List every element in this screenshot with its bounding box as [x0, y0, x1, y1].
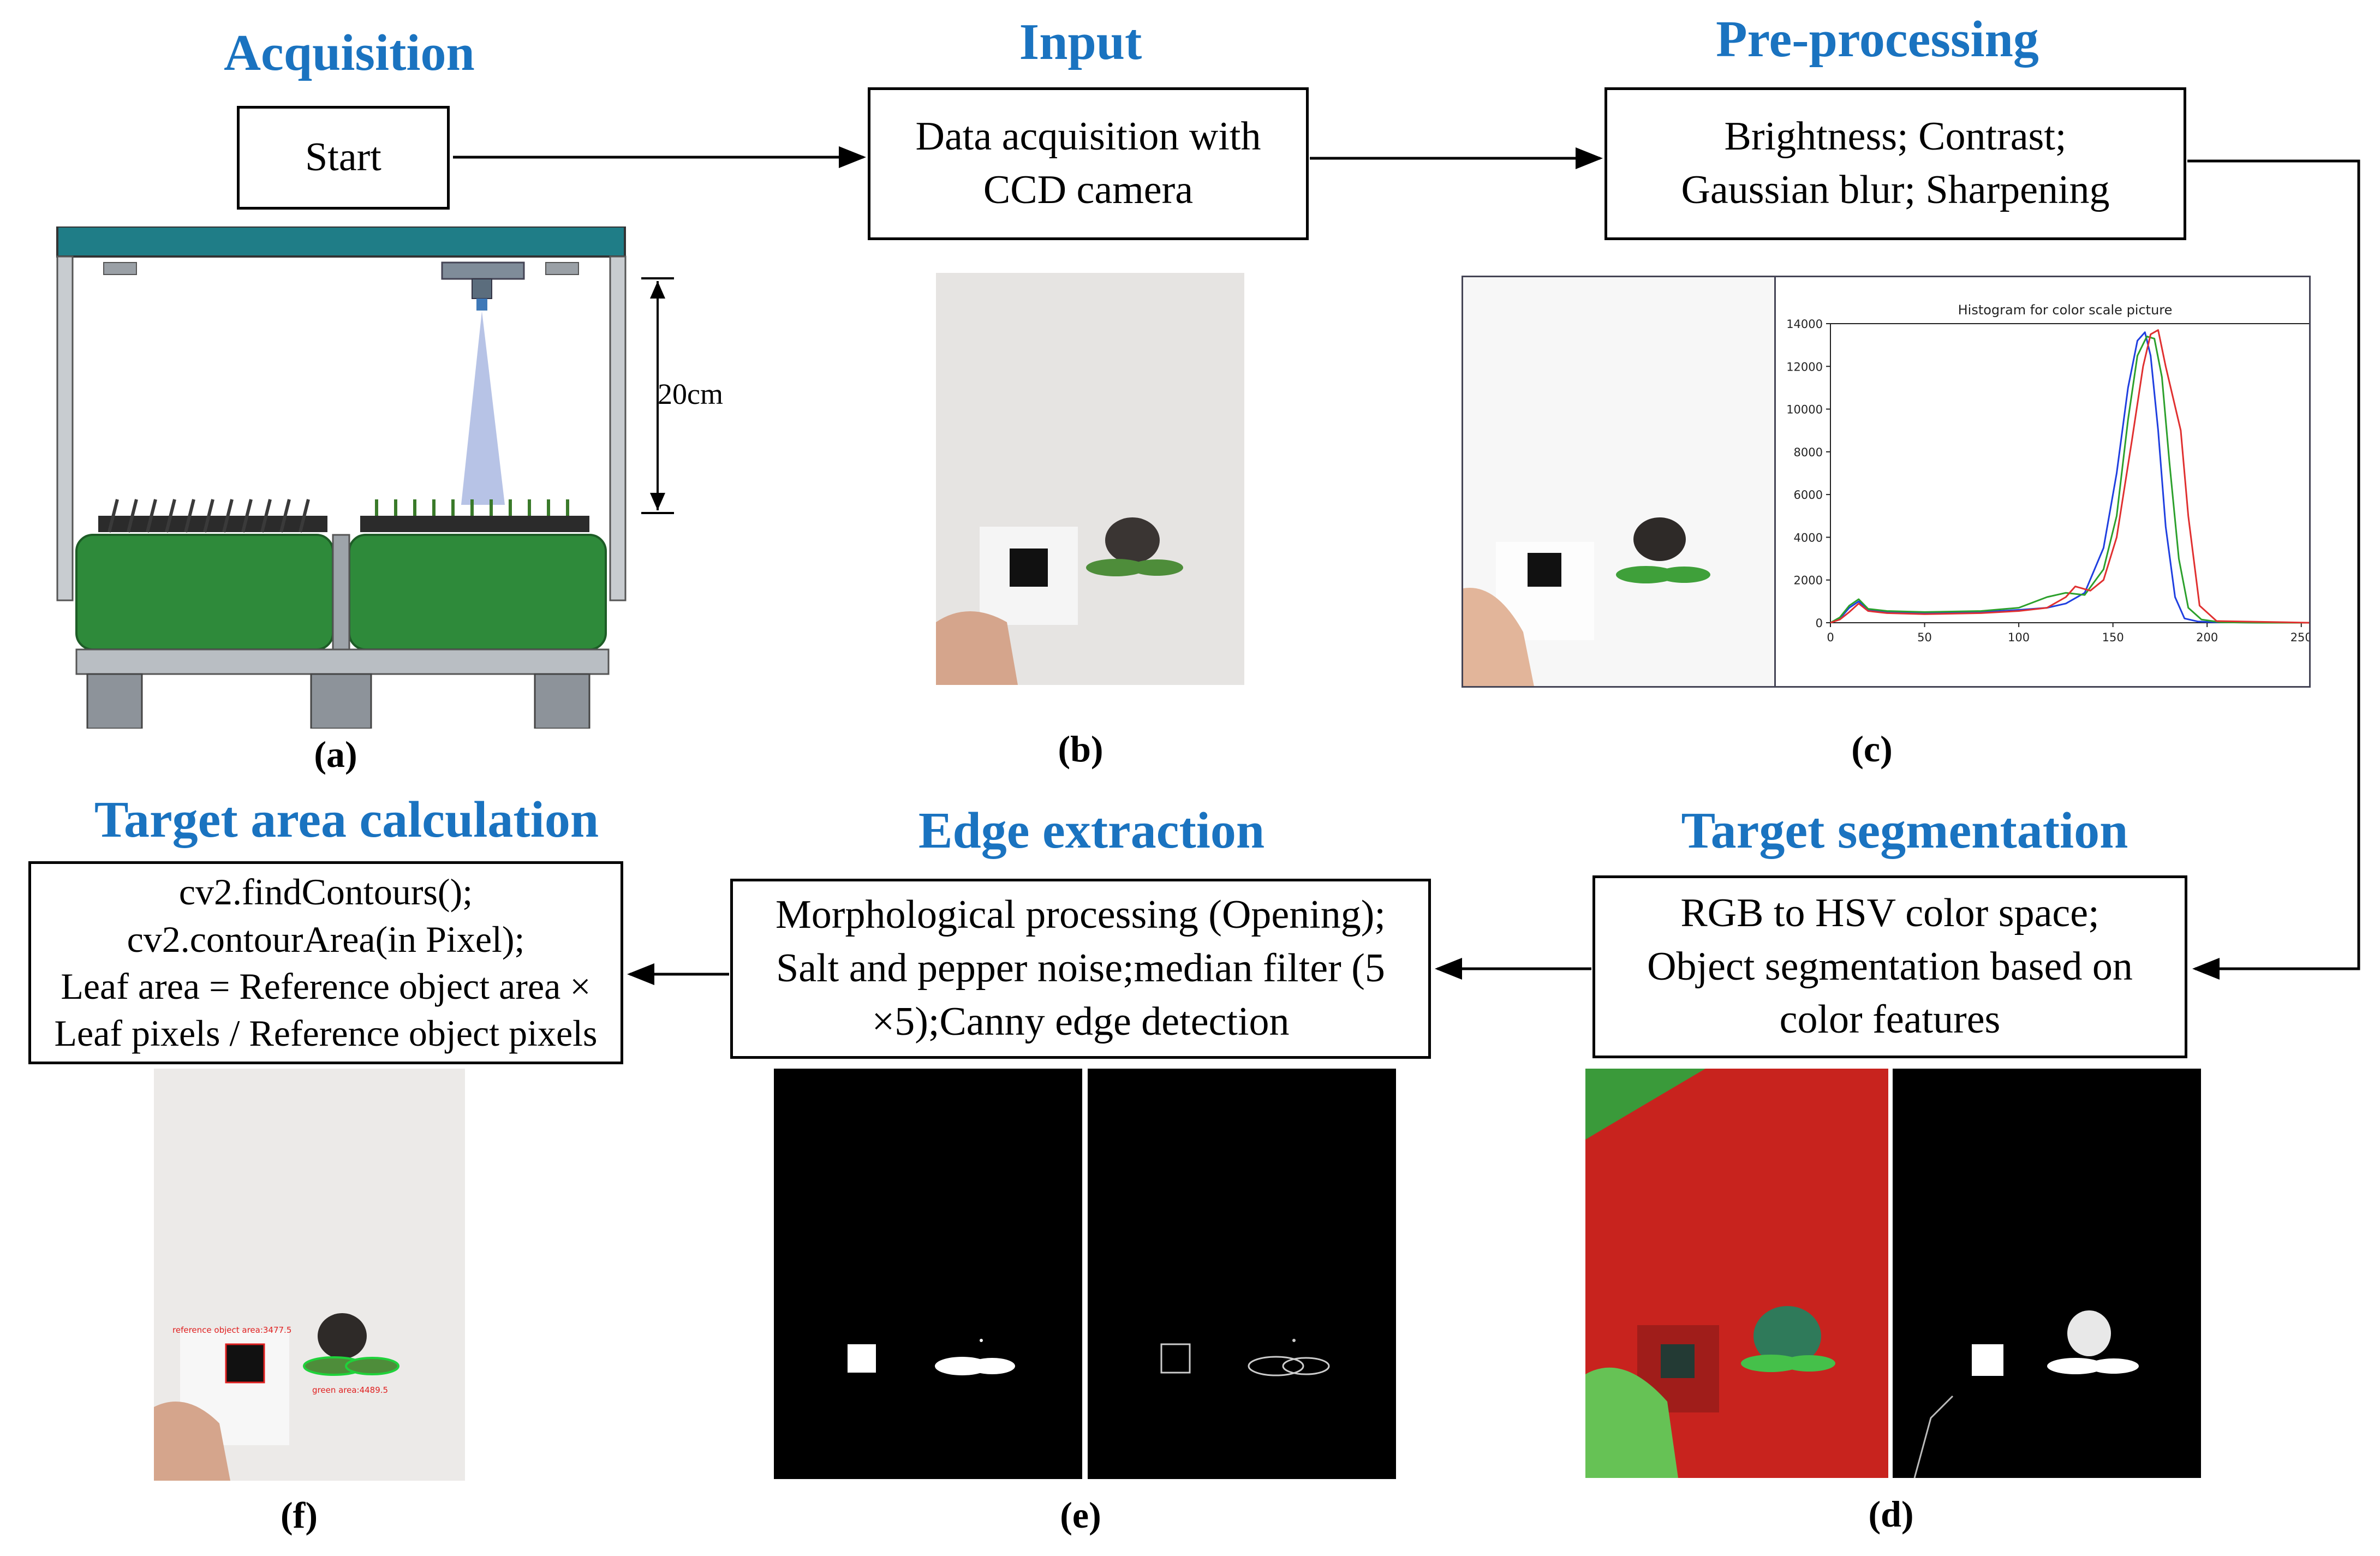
panel-label-e: (e) — [1060, 1494, 1101, 1536]
heading-target-area: Target area calculation — [94, 791, 599, 848]
x-tick-label: 0 — [1827, 631, 1834, 644]
y-tick-label: 2000 — [1794, 574, 1823, 587]
binary-mask-image — [1893, 1069, 2201, 1478]
preprocessed-photo — [1463, 277, 1774, 686]
heading-input: Input — [1019, 14, 1142, 70]
x-tick-label: 200 — [2196, 631, 2218, 644]
leaf-right — [1131, 559, 1183, 576]
reference-area-annotation: reference object area:3477.5 — [172, 1325, 292, 1335]
histogram-series-line — [1830, 331, 2309, 624]
start-box-line: Start — [305, 135, 381, 180]
area-calculation-box: cv2.findContours(); cv2.contourArea(in P… — [28, 861, 623, 1064]
preprocessing-box: Brightness; Contrast; Gaussian blur; Sha… — [1604, 87, 2186, 240]
heading-acquisition: Acquisition — [224, 25, 475, 81]
height-label: 20cm — [658, 378, 723, 410]
soil-clump — [1105, 517, 1160, 563]
y-tick-label: 12000 — [1786, 360, 1823, 373]
histogram-plot-area — [1830, 323, 2309, 623]
heading-target-segmentation: Target segmentation — [1681, 802, 2128, 859]
edge-box-line: Salt and pepper noise;median filter (5 — [776, 946, 1385, 991]
y-tick-label: 0 — [1816, 617, 1823, 630]
heading-preprocessing: Pre-processing — [1716, 11, 2039, 68]
segmentation-box-line: color features — [1779, 997, 2001, 1042]
segmentation-box: RGB to HSV color space; Object segmentat… — [1592, 875, 2187, 1058]
segmentation-box-line: RGB to HSV color space; — [1680, 890, 2099, 935]
hsv-segmentation-image — [1585, 1069, 1888, 1478]
y-tick-label: 14000 — [1786, 318, 1823, 331]
apparatus-illustration: 20cm — [56, 226, 723, 729]
green-area-annotation: green area:4489.5 — [312, 1385, 389, 1395]
area-box-line: Leaf pixels / Reference object pixels — [54, 1012, 598, 1054]
morphology-image — [774, 1069, 1082, 1479]
panel-label-c: (c) — [1851, 728, 1893, 770]
input-box-line: CCD camera — [983, 168, 1194, 212]
leaf-left — [1086, 559, 1146, 576]
preprocessing-box-line: Brightness; Contrast; — [1724, 114, 2067, 159]
x-tick-label: 50 — [1917, 631, 1932, 644]
canny-edge-image — [1088, 1069, 1396, 1479]
input-box: Data acquisition with CCD camera — [868, 87, 1309, 240]
area-result-photo: reference object area:3477.5 green area:… — [154, 1069, 465, 1481]
histogram-title: Histogram for color scale picture — [1958, 302, 2173, 318]
histogram-series-line — [1830, 336, 2309, 624]
histogram-svg: Histogram for color scale picture 020004… — [1786, 302, 2311, 644]
input-photo — [936, 273, 1244, 685]
histogram-series-line — [1830, 329, 2309, 624]
x-tick-label: 100 — [2008, 631, 2030, 644]
y-tick-label: 4000 — [1794, 531, 1823, 544]
area-box-line: cv2.findContours(); — [178, 871, 473, 913]
x-tick-label: 150 — [2102, 631, 2124, 644]
panel-label-d: (d) — [1868, 1493, 1914, 1535]
camera-light-cone — [461, 311, 505, 505]
panel-label-a: (a) — [314, 734, 357, 775]
y-tick-label: 10000 — [1786, 403, 1823, 416]
edge-box-line: Morphological processing (Opening); — [776, 892, 1386, 938]
panel-label-b: (b) — [1058, 728, 1103, 770]
start-box: Start — [237, 106, 450, 210]
x-tick-label: 250 — [2290, 631, 2311, 644]
input-box-line: Data acquisition with — [915, 114, 1261, 159]
edge-box-line: ×5);Canny edge detection — [872, 999, 1290, 1044]
hand — [936, 611, 1018, 685]
y-tick-label: 6000 — [1794, 488, 1823, 502]
edge-extraction-box: Morphological processing (Opening); Salt… — [730, 879, 1431, 1059]
segmentation-box-line: Object segmentation based on — [1647, 944, 2133, 989]
panel-label-f: (f) — [281, 1494, 318, 1536]
heading-edge-extraction: Edge extraction — [918, 802, 1265, 859]
area-box-line: cv2.contourArea(in Pixel); — [127, 918, 525, 960]
y-tick-label: 8000 — [1794, 446, 1823, 459]
area-box-line: Leaf area = Reference object area × — [61, 965, 591, 1007]
reference-square — [1010, 549, 1048, 587]
preprocessing-box-line: Gaussian blur; Sharpening — [1681, 168, 2110, 212]
